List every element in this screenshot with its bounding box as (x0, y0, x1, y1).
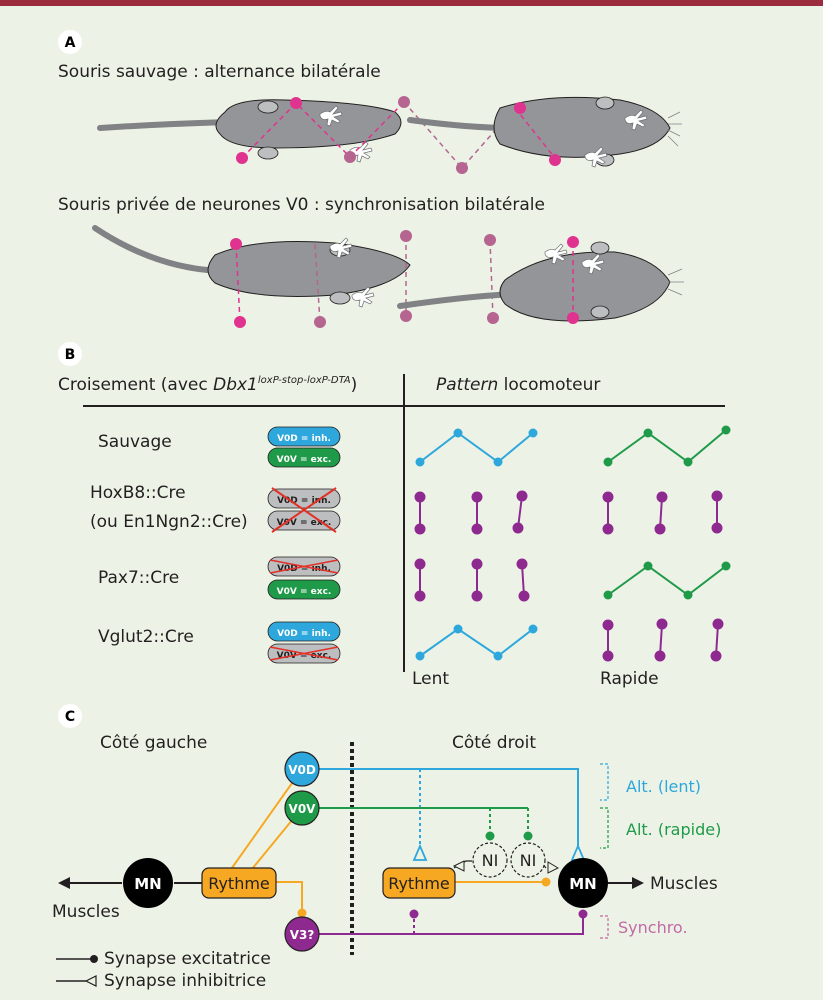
panel-b: B Croisement (avec Dbx1loxP-stop-loxP-DT… (58, 342, 731, 689)
mouse-v0-right (397, 236, 684, 324)
mouse-wild-right (407, 96, 682, 168)
ni-node-2: NI (510, 842, 546, 878)
panel-a-title-wild: Souris sauvage : alternance bilatérale (58, 62, 381, 82)
badge-v0d: V0D = inh. (277, 434, 331, 444)
badges-vglut2: V0D = inh. V0V = exc. (267, 621, 341, 664)
badges-hoxb8: V0D = inh. V0V = exc. (267, 487, 341, 533)
label-slow: Lent (412, 669, 449, 689)
badge-v0v: V0V = exc. (277, 587, 332, 597)
pattern-pax7-slow (414, 558, 530, 602)
arrow-right-icon (632, 877, 644, 889)
alt-slow-label: Alt. (lent) (626, 777, 701, 796)
legend: Synapse excitatrice Synapse inhibitrice (56, 949, 271, 991)
panel-a-title-v0: Souris privée de neurones V0 : synchroni… (58, 195, 545, 215)
badge-v0d: V0D = inh. (277, 629, 331, 639)
mn-left: MN (123, 858, 173, 908)
row-label-wild: Sauvage (98, 432, 172, 452)
svg-text:V3?: V3? (290, 928, 315, 942)
svg-text:Rythme: Rythme (388, 874, 450, 893)
panel-letter-c: C (65, 709, 75, 725)
pattern-vglut2-fast (602, 618, 724, 662)
row-label-hoxb8-alt: (ou En1Ngn2::Cre) (90, 512, 248, 532)
row-label-vglut2: Vglut2::Cre (98, 627, 194, 647)
panel-b-header-right: Pattern locomoteur (436, 375, 600, 395)
svg-text:MN: MN (569, 875, 596, 893)
v3-node: V3? (284, 916, 320, 952)
panel-badge-a (58, 30, 82, 54)
rythme-left: Rythme (201, 867, 277, 899)
mouse-wild-left (97, 97, 405, 164)
legend-inh-label: Synapse inhibitrice (104, 971, 266, 991)
pattern-wild-slow (415, 428, 538, 467)
inhibitory-synapse-icon (84, 975, 97, 987)
top-border (0, 0, 823, 6)
legend-exc-label: Synapse excitatrice (104, 949, 271, 969)
badge-v0v: V0V = exc. (277, 455, 332, 465)
arrow-left-icon (58, 877, 70, 889)
svg-text:NI: NI (482, 851, 499, 870)
panel-a: A Souris sauvage : alternance bilatérale (58, 30, 684, 328)
excitatory-synapse-icon (90, 955, 98, 963)
label-fast: Rapide (600, 669, 659, 689)
left-side-label: Côté gauche (100, 733, 207, 753)
synchro-label: Synchro. (618, 918, 688, 937)
panel-badge-b (58, 342, 82, 366)
pattern-hoxb8-slow (414, 490, 528, 535)
svg-text:V0D: V0D (288, 763, 316, 777)
panel-badge-c (58, 704, 82, 728)
panel-c: C Côté gauche Côté droit (52, 704, 721, 991)
panel-letter-b: B (65, 347, 76, 363)
v0d-node: V0D (284, 751, 320, 787)
panel-b-header-left: Croisement (avec Dbx1loxP-stop-loxP-DTA) (58, 375, 357, 395)
pattern-hoxb8-fast (602, 490, 723, 535)
ni-node-1: NI (472, 842, 508, 878)
v0v-node: V0V (284, 790, 320, 826)
v3-projection (318, 912, 584, 935)
right-side-label: Côté droit (452, 733, 536, 753)
svg-text:Rythme: Rythme (208, 874, 270, 893)
badges-wild: V0D = inh. V0V = exc. (267, 426, 341, 468)
rythme-right: Rythme (382, 867, 456, 899)
alt-fast-label: Alt. (rapide) (626, 820, 721, 839)
v0d-projection (318, 768, 579, 860)
row-label-hoxb8: HoxB8::Cre (90, 483, 186, 503)
badges-pax7: V0D = inh. V0V = exc. (267, 556, 341, 600)
badge-v0v: V0V = exc. (277, 651, 332, 661)
mn-right: MN (558, 858, 608, 908)
pattern-pax7-fast (603, 561, 731, 600)
panel-letter-a: A (65, 35, 76, 51)
muscles-left-label: Muscles (52, 902, 120, 922)
svg-text:MN: MN (134, 875, 161, 893)
badge-v0d: V0D = inh. (277, 564, 331, 574)
pattern-wild-fast (603, 425, 731, 467)
badge-v0d: V0D = inh. (277, 496, 331, 506)
muscles-right-label: Muscles (650, 874, 718, 894)
row-label-pax7: Pax7::Cre (98, 568, 179, 588)
mouse-v0-left (92, 225, 411, 328)
badge-v0v: V0V = exc. (277, 518, 332, 528)
pattern-vglut2-slow (415, 624, 538, 661)
svg-text:V0V: V0V (289, 802, 317, 816)
svg-text:NI: NI (520, 851, 537, 870)
